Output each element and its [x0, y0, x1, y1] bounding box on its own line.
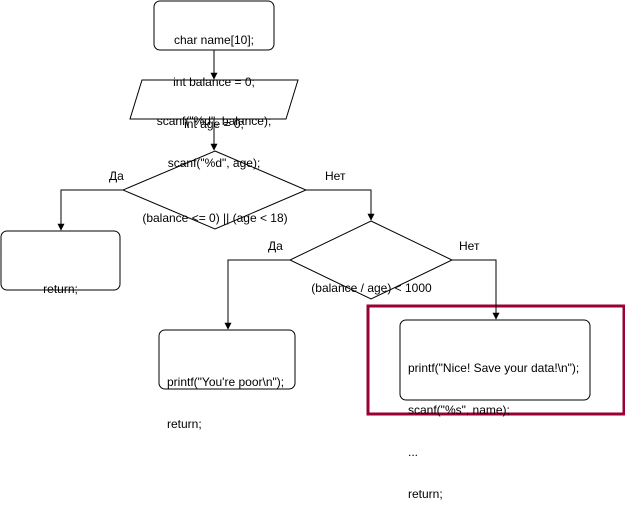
input-node-shape — [129, 79, 299, 120]
edge-cond2-no — [452, 259, 500, 320]
poor-node-text: printf("You're poor\n"); return; — [167, 347, 284, 445]
poor-node-box — [158, 329, 296, 390]
input-node-text: scanf("%d", balance); scanf("%d", age); — [136, 86, 292, 184]
cond2-node-text: (balance / age) < 1000 — [291, 253, 452, 309]
poor-line: return; — [167, 417, 202, 431]
ret1-node-text: return; — [1, 254, 120, 310]
nice-line: ... — [408, 445, 419, 459]
decl-line: int age = 0; — [184, 117, 244, 131]
nice-node-text: printf("Nice! Save your data!\n"); scanf… — [408, 333, 579, 515]
nice-line: return; — [408, 487, 443, 501]
flowchart-canvas — [0, 0, 625, 416]
cond1-label: (balance <= 0) || (age < 18) — [142, 211, 288, 225]
edge-cond2-yes — [224, 259, 290, 330]
edge-label-cond1-yes: Да — [109, 169, 124, 183]
cond2-label: (balance / age) < 1000 — [311, 281, 432, 295]
cond1-node-text: (balance <= 0) || (age < 18) — [124, 183, 306, 239]
decl-node-text: char name[10]; int balance = 0; int age … — [154, 5, 274, 145]
decl-line: int balance = 0; — [173, 75, 255, 89]
edge-cond1-yes — [57, 189, 123, 231]
poor-line: printf("You're poor\n"); — [167, 375, 285, 389]
nice-line: scanf("%s", name); — [408, 403, 510, 417]
cond1-node-shape — [121, 150, 308, 230]
input-line: scanf("%d", age); — [167, 156, 261, 170]
nice-line: printf("Nice! Save your data!\n"); — [408, 361, 580, 375]
edge-label-cond1-no: Нет — [325, 169, 346, 183]
edge-label-cond2-yes: Да — [268, 239, 283, 253]
nice-node-box — [399, 319, 591, 401]
cond2-node-shape — [288, 220, 454, 300]
input-line: scanf("%d", balance); — [156, 114, 272, 128]
ret1-label: return; — [43, 282, 78, 296]
ret1-node-box — [0, 230, 121, 291]
edge-cond1-no — [306, 189, 375, 221]
edge-label-cond2-no: Нет — [459, 239, 480, 253]
decl-line: char name[10]; — [173, 33, 255, 47]
